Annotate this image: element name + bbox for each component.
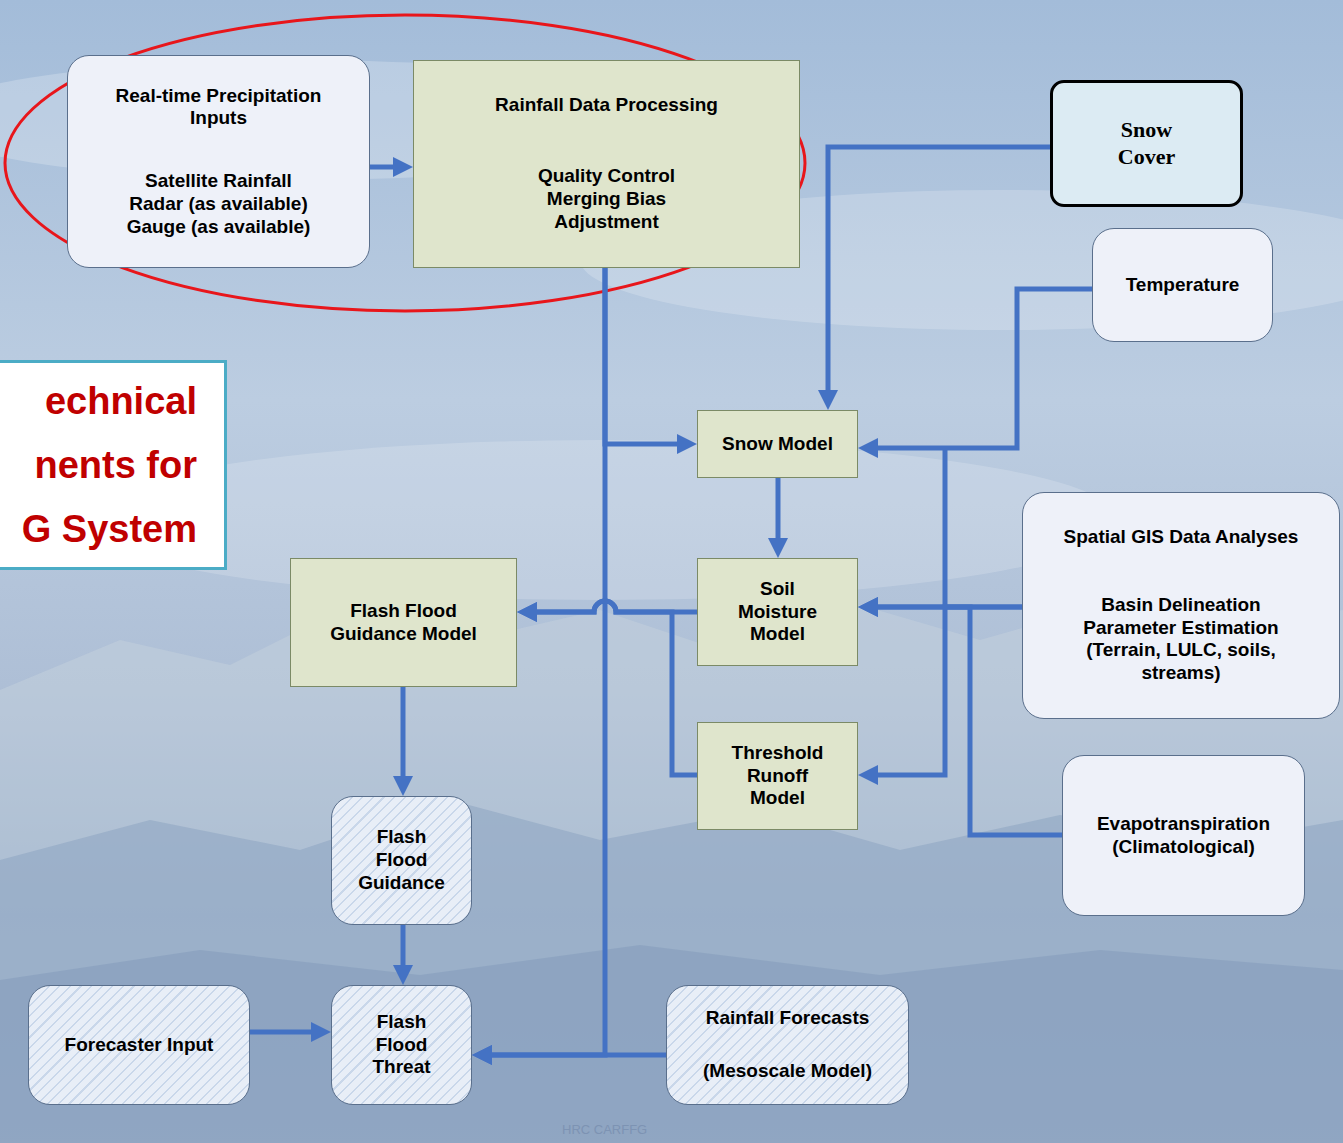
flow-arrow xyxy=(482,1053,666,1058)
node-heading: Flash Flood Threat xyxy=(372,1011,430,1079)
node-heading: Spatial GIS Data Analyses xyxy=(1064,526,1299,549)
cloud xyxy=(80,440,1120,600)
flow-arrow xyxy=(605,268,687,444)
mountain-range xyxy=(0,800,1343,1143)
watermark: HRC CARFFG xyxy=(562,1122,647,1137)
flow-arrow xyxy=(868,607,1022,775)
output-box: Forecaster Input xyxy=(28,985,250,1105)
node-heading: Rainfall Data Processing xyxy=(495,94,718,117)
node-body: Satellite Rainfall Radar (as available) … xyxy=(121,170,316,238)
input-box: Evapotranspiration (Climatological) xyxy=(1062,755,1305,916)
process-box: Snow Model xyxy=(697,410,858,478)
input-box: Real-time Precipitation InputsSatellite … xyxy=(67,55,370,268)
process-box: Flash Flood Guidance Model xyxy=(290,558,517,687)
highlight-ellipse xyxy=(5,15,805,311)
node-heading: Snow Cover xyxy=(1118,117,1175,170)
title-box: echnical nents for G System xyxy=(0,360,227,570)
node-heading: Rainfall Forecasts xyxy=(706,1007,870,1030)
flow-arrow xyxy=(527,601,697,775)
input-box: Temperature xyxy=(1092,228,1273,342)
mountain-range xyxy=(0,945,1343,1143)
node-body: (Mesoscale Model) xyxy=(703,1060,872,1083)
input-box: Snow Cover xyxy=(1050,80,1243,207)
input-box: Spatial GIS Data AnalysesBasin Delineati… xyxy=(1022,492,1340,719)
node-body: Basin Delineation Parameter Estimation (… xyxy=(1066,594,1296,685)
process-box: Threshold Runoff Model xyxy=(697,722,858,830)
process-box: Rainfall Data ProcessingQuality Control … xyxy=(413,60,800,268)
node-heading: Evapotranspiration (Climatological) xyxy=(1097,813,1270,859)
node-heading: Flash Flood Guidance xyxy=(358,826,445,894)
node-heading: Forecaster Input xyxy=(65,1034,214,1057)
output-box: Flash Flood Guidance xyxy=(331,796,472,925)
node-heading: Real-time Precipitation Inputs xyxy=(94,85,344,131)
flow-arrow xyxy=(250,1030,321,1035)
diagram-title: echnical nents for G System xyxy=(12,369,197,561)
process-box: Soil Moisture Model xyxy=(697,558,858,666)
node-heading: Temperature xyxy=(1126,274,1240,297)
flow-arrow xyxy=(868,289,1092,448)
output-box: Rainfall Forecasts (Mesoscale Model) xyxy=(666,985,909,1105)
node-heading: Snow Model xyxy=(722,433,833,456)
flow-arrow xyxy=(370,165,403,170)
flow-arrow xyxy=(776,478,781,548)
node-body: Quality Control Merging Bias Adjustment xyxy=(507,165,707,233)
flow-arrow xyxy=(401,925,406,975)
flow-arrow xyxy=(401,687,406,786)
output-box: Flash Flood Threat xyxy=(331,985,472,1105)
node-heading: Flash Flood Guidance Model xyxy=(319,600,489,646)
junction-wire xyxy=(943,448,948,607)
node-heading: Threshold Runoff Model xyxy=(732,742,824,810)
node-heading: Soil Moisture Model xyxy=(738,578,817,646)
